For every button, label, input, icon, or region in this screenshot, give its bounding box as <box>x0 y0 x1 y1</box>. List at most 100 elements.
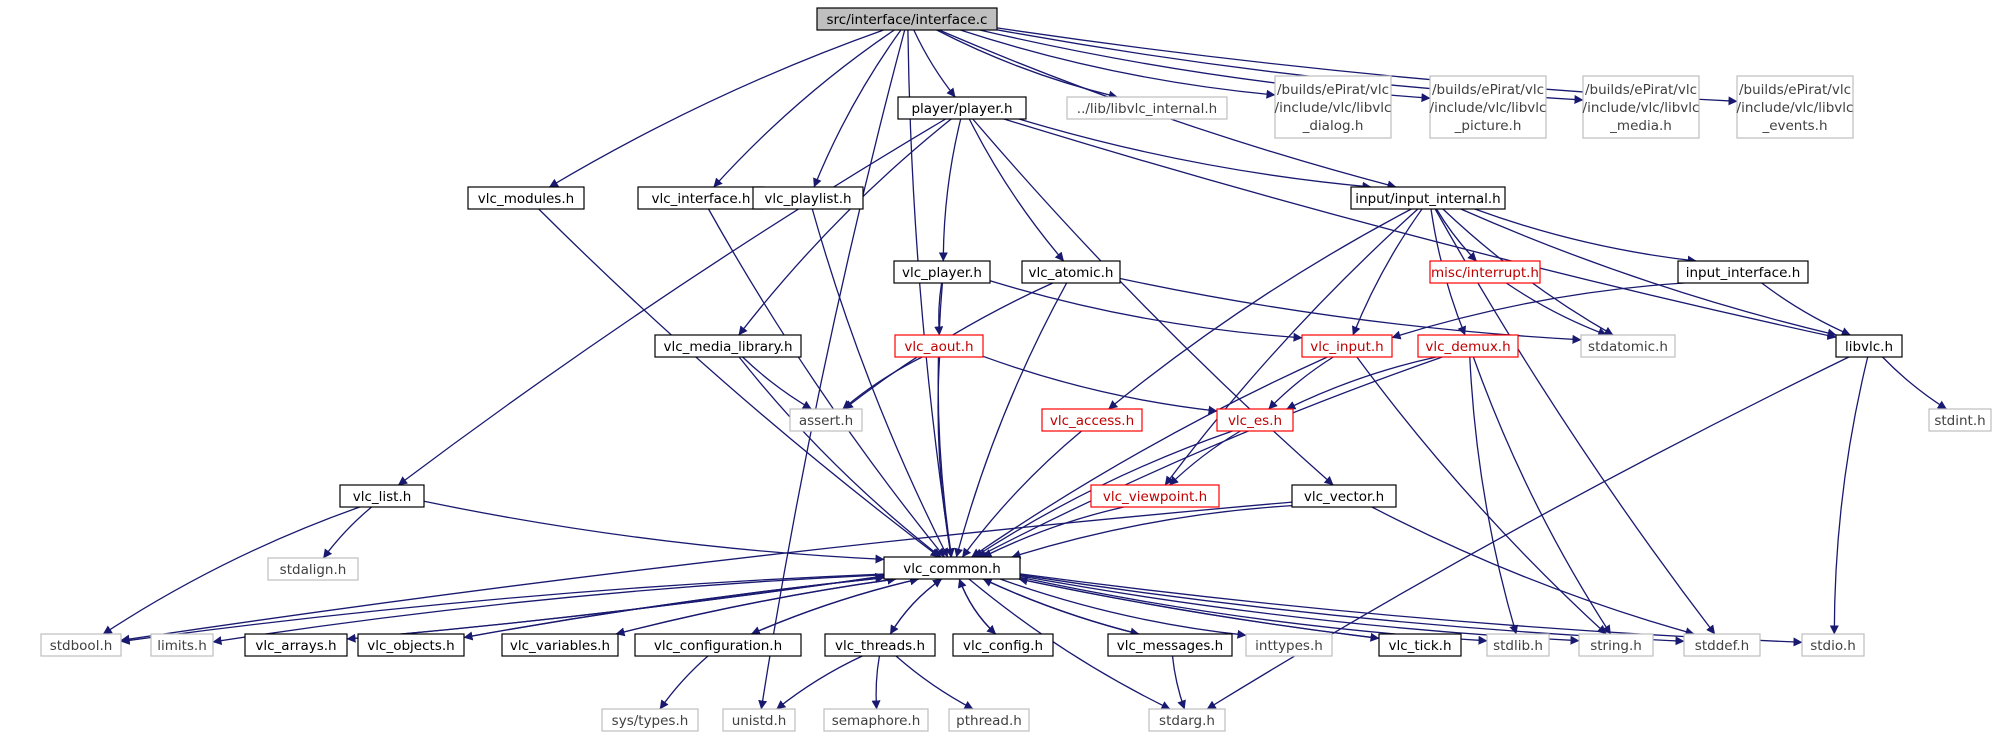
node-vlc_aout-label-0: vlc_aout.h <box>904 339 973 355</box>
edge-vlc_input-to-string <box>1356 356 1607 635</box>
node-vlc_interface[interactable]: vlc_interface.h <box>637 186 765 210</box>
node-vlc_common[interactable]: vlc_common.h <box>883 556 1021 580</box>
node-limits-box <box>150 633 214 657</box>
node-picture: /builds/ePirat/vlc/include/vlc/libvlc_pi… <box>1429 75 1547 139</box>
edge-vlc_common-to-vlc_threads <box>889 578 943 635</box>
node-unistd-box <box>722 708 796 732</box>
node-limits-label-0: limits.h <box>157 638 207 654</box>
edge-input_internal-to-vlc_input <box>1352 208 1423 336</box>
node-vlc_arrays[interactable]: vlc_arrays.h <box>244 633 348 657</box>
node-vlc_media_library[interactable]: vlc_media_library.h <box>654 334 802 358</box>
node-stdbool-box <box>40 633 122 657</box>
node-vlc_input-box <box>1301 334 1393 358</box>
edge-vlc_common-to-stddef <box>1019 574 1685 646</box>
node-vlc_arrays-box <box>244 633 348 657</box>
edge-vlc_common-to-vlc_arrays <box>346 575 885 643</box>
node-vlc_player[interactable]: vlc_player.h <box>893 260 991 284</box>
node-vlc_access[interactable]: vlc_access.h <box>1041 408 1143 432</box>
node-vlc_es[interactable]: vlc_es.h <box>1216 408 1294 432</box>
node-vlc_objects[interactable]: vlc_objects.h <box>357 633 465 657</box>
node-root[interactable]: src/interface/interface.c <box>816 7 998 31</box>
edge-vlc_media_library-to-assert <box>742 356 812 410</box>
edge-input_internal-to-input_interface <box>1474 208 1697 265</box>
node-stdatomic-box <box>1580 334 1676 358</box>
node-stdbool-label-0: stdbool.h <box>50 638 113 654</box>
edge-vlc_common-to-stdlib <box>1019 576 1488 645</box>
node-vlc_atomic[interactable]: vlc_atomic.h <box>1021 260 1121 284</box>
node-vlc_demux[interactable]: vlc_demux.h <box>1417 334 1519 358</box>
node-events-label-0: /builds/ePirat/vlc <box>1739 82 1851 98</box>
node-vlc_vector[interactable]: vlc_vector.h <box>1291 484 1397 508</box>
node-vlc_es-box <box>1216 408 1294 432</box>
node-vlc_list-label-0: vlc_list.h <box>353 489 412 505</box>
node-vlc_common-label-0: vlc_common.h <box>903 561 1001 577</box>
node-vlc_list[interactable]: vlc_list.h <box>339 484 425 508</box>
node-input_interface[interactable]: input_interface.h <box>1677 260 1809 284</box>
node-sys_types-box <box>601 708 699 732</box>
node-stdio-label-0: stdio.h <box>1810 638 1856 654</box>
node-vlc_access-label-0: vlc_access.h <box>1050 413 1134 429</box>
node-vlc_tick[interactable]: vlc_tick.h <box>1378 633 1462 657</box>
edge-vlc_demux-to-string <box>1472 356 1612 635</box>
node-stdint-label-0: stdint.h <box>1934 413 1985 429</box>
node-vlc_config[interactable]: vlc_config.h <box>952 633 1054 657</box>
node-misc_interrupt[interactable]: misc/interrupt.h <box>1429 260 1541 284</box>
node-input_internal[interactable]: input/input_internal.h <box>1350 186 1506 210</box>
edge-vlc_threads-to-pthread <box>895 655 974 710</box>
edge-vlc_viewpoint-to-vlc_common <box>982 506 1125 558</box>
node-vlc_config-label-0: vlc_config.h <box>963 638 1043 654</box>
edge-vlc_config-to-vlc_common <box>957 578 997 635</box>
node-vlc_viewpoint-box <box>1090 484 1220 508</box>
edge-player-to-vlc_vector <box>972 118 1334 486</box>
node-vlc_viewpoint[interactable]: vlc_viewpoint.h <box>1090 484 1220 508</box>
edge-input_internal-to-misc_interrupt <box>1435 208 1477 262</box>
edge-vlc_media_library-to-vlc_common <box>738 356 942 558</box>
edge-vlc_list-to-vlc_common <box>423 500 885 564</box>
node-picture-box <box>1429 75 1547 139</box>
node-vlc_modules-label-0: vlc_modules.h <box>478 191 574 207</box>
node-player[interactable]: player/player.h <box>897 96 1027 120</box>
node-vlc_atomic-box <box>1021 260 1121 284</box>
node-vlc_aout[interactable]: vlc_aout.h <box>894 334 984 358</box>
node-vlc_input[interactable]: vlc_input.h <box>1301 334 1393 358</box>
edges-layer <box>102 27 1947 710</box>
node-stdalign-box <box>267 557 359 581</box>
node-media-label-1: /include/vlc/libvlc <box>1583 100 1700 116</box>
edge-vlc_tick-to-vlc_common <box>1018 576 1380 639</box>
edge-vlc_demux-to-stdlib <box>1469 356 1519 635</box>
node-vlc_messages-box <box>1107 633 1233 657</box>
edge-vlc_atomic-to-vlc_common <box>954 282 1068 558</box>
edge-vlc_atomic-to-stdatomic <box>1119 277 1582 344</box>
node-input_interface-label-0: input_interface.h <box>1686 265 1801 281</box>
edge-vlc_variables-to-vlc_common <box>615 575 897 635</box>
node-vlc_configuration[interactable]: vlc_configuration.h <box>634 633 802 657</box>
node-libvlc[interactable]: libvlc.h <box>1835 334 1903 358</box>
edge-vlc_es-to-vlc_viewpoint <box>1169 430 1241 486</box>
node-root-box <box>816 7 998 31</box>
node-semaphore-box <box>823 708 929 732</box>
node-semaphore-label-0: semaphore.h <box>832 713 921 729</box>
node-vlc_media_library-label-0: vlc_media_library.h <box>663 339 792 355</box>
node-input_internal-box <box>1350 186 1506 210</box>
node-inttypes: inttypes.h <box>1245 633 1333 657</box>
node-vlc_playlist[interactable]: vlc_playlist.h <box>752 186 864 210</box>
node-sys_types-label-0: sys/types.h <box>612 713 689 729</box>
node-unistd: unistd.h <box>722 708 796 732</box>
node-stddef: stddef.h <box>1683 633 1761 657</box>
node-inttypes-label-0: inttypes.h <box>1255 638 1323 654</box>
node-vlc_threads[interactable]: vlc_threads.h <box>824 633 936 657</box>
node-libvlc_internal: ../lib/libvlc_internal.h <box>1066 96 1228 120</box>
node-vlc_messages[interactable]: vlc_messages.h <box>1107 633 1233 657</box>
edge-vlc_common-to-vlc_configuration <box>750 578 919 635</box>
node-vlc_modules[interactable]: vlc_modules.h <box>467 186 585 210</box>
node-stdbool: stdbool.h <box>40 633 122 657</box>
node-stdio-box <box>1801 633 1865 657</box>
edge-vlc_threads-to-semaphore <box>871 655 881 710</box>
node-events-box <box>1736 75 1854 139</box>
node-vlc_variables[interactable]: vlc_variables.h <box>501 633 619 657</box>
node-stdlib-box <box>1486 633 1550 657</box>
node-vlc_vector-box <box>1291 484 1397 508</box>
node-vlc_arrays-label-0: vlc_arrays.h <box>255 638 336 654</box>
edge-vlc_threads-to-vlc_common <box>889 578 943 635</box>
